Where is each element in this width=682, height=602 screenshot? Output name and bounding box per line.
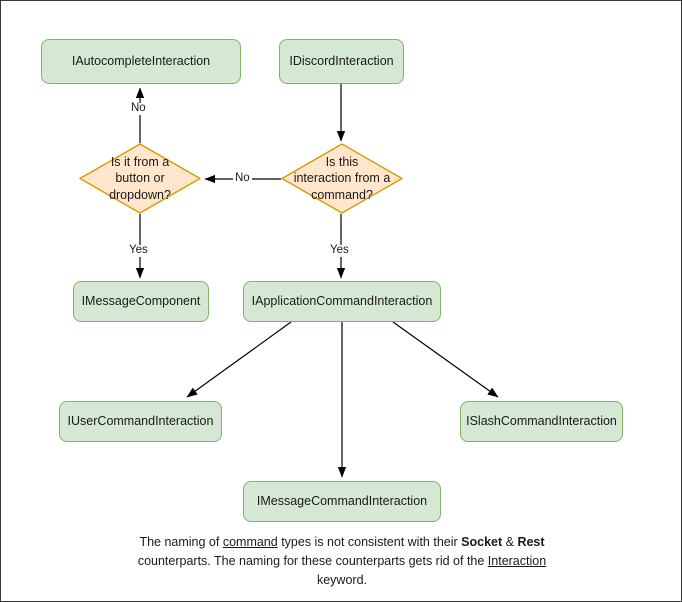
node-decision-is-it-from-button-or-dropdown[interactable]: Is it from a button or dropdown? xyxy=(79,143,201,214)
node-application-command-interaction[interactable]: IApplicationCommandInteraction xyxy=(243,281,441,322)
node-label: IUserCommandInteraction xyxy=(67,413,214,428)
node-slash-command-interaction[interactable]: ISlashCommandInteraction xyxy=(460,401,623,442)
caption-underline-interaction: Interaction xyxy=(487,553,547,568)
node-label: Is this interaction from a command? xyxy=(293,155,391,202)
caption-text-4: counterparts gets rid of the xyxy=(335,553,488,568)
edge-appcommand-to-slashcommand xyxy=(392,321,499,398)
node-label: Is it from a button or dropdown? xyxy=(109,155,171,202)
node-autocomplete-interaction[interactable]: IAutocompleteInteraction xyxy=(41,39,241,84)
caption-bold-socket: Socket xyxy=(461,535,503,549)
diamond-shape xyxy=(79,143,201,214)
diamond-shape xyxy=(281,143,403,214)
node-label: IMessageCommandInteraction xyxy=(256,493,428,508)
diagram-caption: The naming of command types is not consi… xyxy=(121,533,563,589)
node-message-command-interaction[interactable]: IMessageCommandInteraction xyxy=(243,481,441,522)
node-label: IMessageComponent xyxy=(81,293,201,308)
node-label: ISlashCommandInteraction xyxy=(466,413,617,428)
edge-label-yes-message-component: Yes xyxy=(127,244,150,257)
caption-text-1: The naming of xyxy=(139,535,223,549)
caption-text-2: types is not consistent with their xyxy=(277,535,458,549)
caption-text-5: keyword. xyxy=(316,572,368,587)
node-user-command-interaction[interactable]: IUserCommandInteraction xyxy=(59,401,222,442)
node-decision-is-this-interaction-from-command[interactable]: Is this interaction from a command? xyxy=(281,143,403,214)
caption-underline-command: command xyxy=(222,535,278,549)
node-label: IAutocompleteInteraction xyxy=(71,53,211,68)
node-message-component[interactable]: IMessageComponent xyxy=(73,281,209,322)
edge-label-no-between-decisions: No xyxy=(233,172,252,185)
edge-appcommand-to-usercommand xyxy=(186,321,292,398)
caption-text-amp: & xyxy=(502,535,518,549)
node-discord-interaction[interactable]: IDiscordInteraction xyxy=(279,39,404,84)
node-label: IApplicationCommandInteraction xyxy=(251,293,433,308)
edge-label-yes-application-command: Yes xyxy=(328,244,351,257)
caption-bold-rest: Rest xyxy=(517,535,545,549)
edge-label-no-autocomplete: No xyxy=(129,102,148,115)
node-label: IDiscordInteraction xyxy=(289,53,394,68)
caption-text-3: counterparts. The naming for these xyxy=(137,553,333,568)
